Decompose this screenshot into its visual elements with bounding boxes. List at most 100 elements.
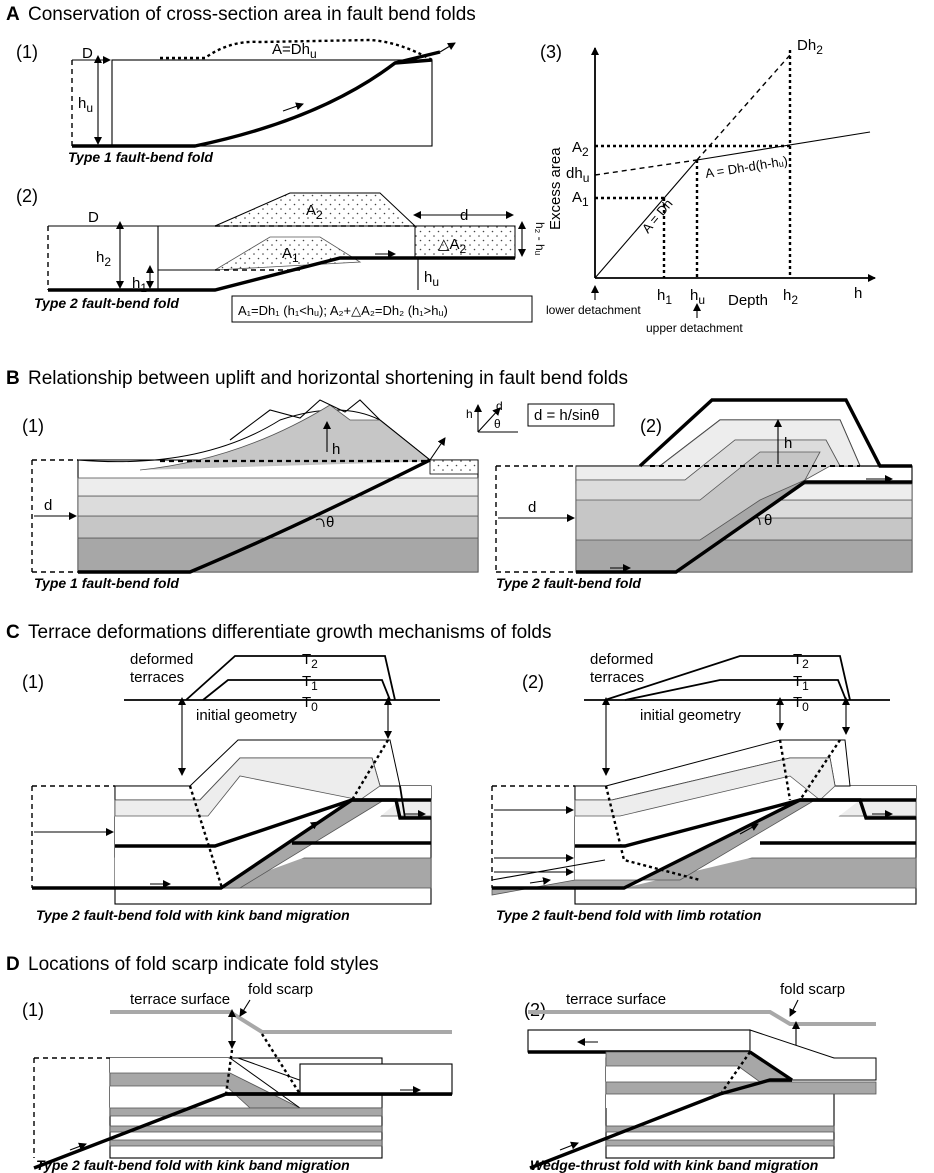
panel-c2-t2-label: T2 — [793, 651, 809, 671]
panel-b2-theta-arc — [751, 516, 761, 526]
panel-b: B Relationship between uplift and horizo… — [6, 368, 913, 591]
panel-a3-dh2-label: Dh2 — [797, 37, 823, 57]
panel-b1-number: (1) — [22, 416, 44, 436]
panel-a3-tick-hu: hu — [690, 287, 705, 307]
panel-b-title: Relationship between uplift and horizont… — [28, 368, 628, 389]
panel-c2-t1-label: T1 — [793, 673, 809, 693]
panel-c1-pale-fold — [114, 757, 381, 817]
panel-b2-h-label: h — [784, 435, 792, 452]
panel-a3-tick-h2: h2 — [783, 287, 798, 307]
panel-a1-tip-arrow — [439, 42, 456, 53]
panel-d-title: Locations of fold scarp indicate fold st… — [28, 954, 379, 975]
panel-a2-a2-label: A2 — [306, 202, 323, 222]
panel-c2-deformed: deformed — [590, 651, 653, 668]
panel-a1-hu-label: hu — [78, 95, 93, 115]
panel-c1-terraces: terraces — [130, 669, 184, 686]
panel-d2-caption: Wedge-thrust fold with kink band migrati… — [530, 1157, 818, 1173]
panel-a3-x-label: Depth — [728, 292, 768, 309]
panel-d1-number: (1) — [22, 1000, 44, 1020]
panel-a3-lower-label: lower detachment — [546, 303, 641, 317]
panel-d2-wedge-top — [527, 1029, 751, 1053]
panel-a2-d-label: D — [88, 209, 99, 226]
panel-a1-fault-tip — [394, 50, 441, 65]
panel-a1-excess-outline — [160, 38, 433, 62]
panel-a2-area-da2 — [414, 225, 516, 259]
panel-c1-t0-label: T0 — [302, 694, 318, 714]
panel-b1-layer-pale — [77, 477, 479, 497]
panel-d1: (1) terrace surface fold scarp Type 2 fa… — [22, 981, 453, 1173]
panel-d2: (2) terrace surface fold scarp Wedge-thr… — [524, 981, 877, 1173]
panel-b2-fault — [576, 480, 912, 574]
inset-formula-box — [527, 403, 615, 427]
inset-d-arrow — [477, 407, 501, 433]
panel-a3-number: (3) — [540, 42, 562, 62]
panel-c1-t2 — [185, 655, 396, 701]
panel-c2-axial-mid — [778, 739, 792, 801]
panel-c: C Terrace deformations differentiate gro… — [6, 622, 917, 923]
panel-a1: (1) D hu A=Dhu Type 1 fault-bend fold — [16, 38, 456, 165]
inset-formula: d = h/sinθ — [534, 407, 599, 424]
panel-b1-fault — [78, 458, 431, 574]
inset-d: d — [496, 399, 503, 413]
panel-c2-t1 — [624, 679, 847, 701]
panel-a-title: Conservation of cross-section area in fa… — [28, 4, 476, 25]
panel-d1-axial-left — [224, 1049, 234, 1095]
panel-b2-top-surface — [638, 398, 912, 468]
panel-a3-line1-label: A = Dh — [639, 196, 676, 236]
panel-d2-base-arrow — [559, 1141, 579, 1151]
panel-c1-caption: Type 2 fault-bend fold with kink band mi… — [36, 907, 350, 923]
panel-a2-fault — [48, 256, 515, 292]
inset-theta: θ — [494, 417, 501, 431]
panel-c2-axial-right — [799, 739, 841, 801]
panel-b1-ramp-layers — [139, 404, 478, 471]
panel-c2-initial: initial geometry — [640, 707, 741, 724]
panel-c1-t2-label: T2 — [302, 651, 318, 671]
panel-c2-t2 — [604, 655, 851, 701]
panel-d-letter: D — [6, 954, 20, 975]
panel-b1: (1) h d θ Type 1 fault-bend fold — [22, 399, 479, 591]
panel-c2: (2) deformed terraces T2 T1 T0 initial g… — [491, 651, 917, 923]
panel-b2: (2) h d θ Type — [495, 398, 913, 591]
panel-b2-caption: Type 2 fault-bend fold — [496, 575, 641, 591]
panel-a1-block — [111, 59, 433, 147]
panel-a2-hu-label: hu — [424, 269, 439, 289]
panel-d2-wedge-tip — [749, 1050, 793, 1082]
panel-d1-bed-2 — [109, 1125, 383, 1133]
panel-c1-tip — [399, 785, 431, 819]
panel-a1-caption: Type 1 fault-bend fold — [68, 149, 213, 165]
panel-b2-theta-label: θ — [764, 512, 772, 529]
panel-a2-number: (2) — [16, 186, 38, 206]
panel-d1-terrace-surface — [110, 1010, 452, 1034]
panel-b1-tip-arrow — [429, 437, 446, 461]
panel-a2-a1-label: A1 — [282, 245, 299, 265]
panel-a1-number: (1) — [16, 42, 38, 62]
panel-a2-caption: Type 2 fault-bend fold — [34, 295, 179, 311]
panel-b-letter: B — [6, 368, 20, 389]
panel-c2-pale-fold — [574, 757, 836, 817]
panel-a2: (2) D A2 A1 △A2 h2 h1 hu d — [16, 186, 547, 323]
panel-a3-line-dh — [594, 159, 698, 279]
panel-a2-formula-box — [231, 295, 533, 323]
inset-h: h — [466, 407, 473, 421]
panel-d1-bed-1 — [109, 1107, 383, 1117]
panel-a2-da2-label: △A2 — [438, 236, 467, 256]
panel-d1-terrace-label: terrace surface — [130, 991, 230, 1008]
panel-b-inset: h d θ d = h/sinθ — [466, 399, 615, 433]
panel-c1-deformed: deformed — [130, 651, 193, 668]
panel-d1-caption: Type 2 fault-bend fold with kink band mi… — [36, 1157, 350, 1173]
panel-a3: (3) Excess area Depth h Dh2 A2 dhu A1 A … — [540, 37, 876, 335]
panel-b1-theta-arc — [315, 518, 325, 528]
panel-a3-x-end: h — [854, 285, 862, 302]
panel-a3-line-dh-d-back — [594, 159, 698, 176]
panel-a1-slip-arrow — [282, 102, 304, 112]
panel-a2-h2-label: h2 — [96, 249, 111, 269]
panel-d2-scarp-label: fold scarp — [780, 981, 845, 998]
panel-c2-t0-label: T0 — [793, 694, 809, 714]
panel-d1-base-arrow — [69, 1142, 87, 1151]
panel-d: D Locations of fold scarp indicate fold … — [6, 954, 877, 1173]
panel-a2-h2hu-label: h₂ - hᵤ — [533, 222, 547, 256]
panel-b1-caption: Type 1 fault-bend fold — [34, 575, 179, 591]
panel-b1-sediment — [429, 459, 479, 475]
panel-c2-number: (2) — [522, 672, 544, 692]
